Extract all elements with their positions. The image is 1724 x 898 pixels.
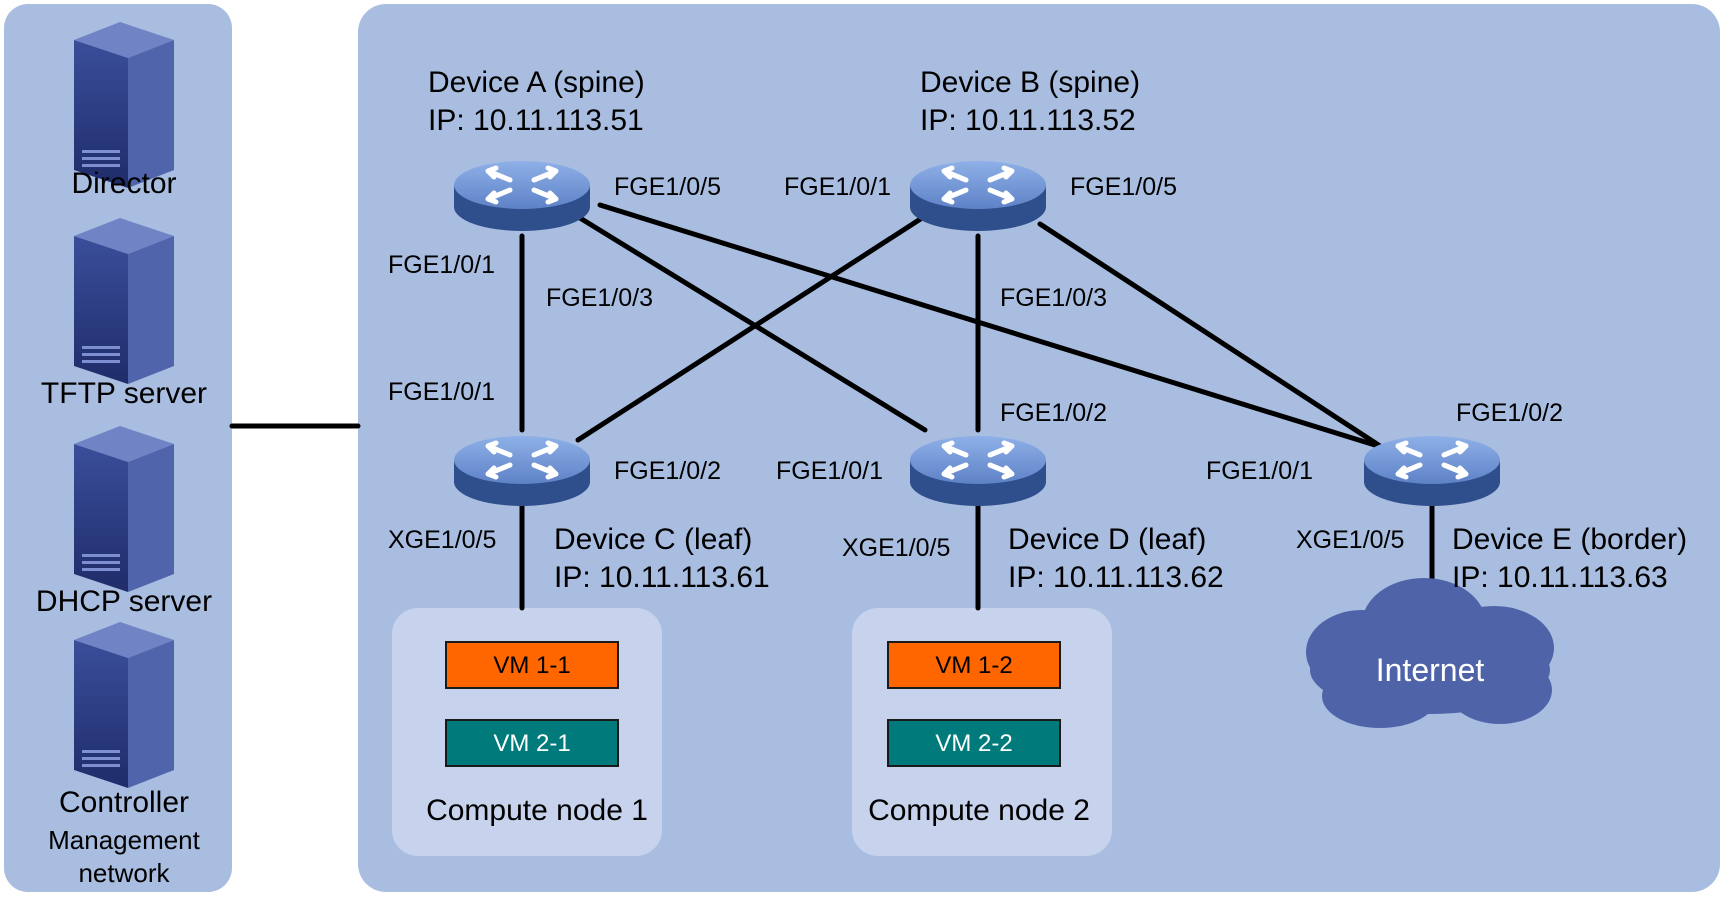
port-d-fge102: FGE1/0/2 [1000,399,1107,427]
port-b-fge105: FGE1/0/5 [1070,173,1177,201]
vm-2-2-label: VM 2-2 [935,730,1012,757]
internet-cloud-icon [1306,578,1554,728]
vm-2-1-label: VM 2-1 [493,730,570,757]
port-b-fge101: FGE1/0/1 [784,173,891,201]
vm-1-1-label: VM 1-1 [493,652,570,679]
device-d-ip: IP: 10.11.113.62 [1008,561,1224,594]
port-a-fge101: FGE1/0/1 [388,251,495,279]
link-b-c [575,215,925,443]
management-network-label-line2: network [78,858,170,888]
device-a-switch-icon [454,161,590,231]
vm-2-2-box [887,719,1061,767]
port-e-fge101: FGE1/0/1 [1206,457,1313,485]
port-d-xge105: XGE1/0/5 [842,534,950,562]
dhcp-server-label: DHCP server [36,585,212,618]
compute-node-1-label: Compute node 1 [426,794,648,827]
device-c-ip: IP: 10.11.113.61 [554,561,770,594]
device-e-switch-icon [1364,436,1500,506]
device-e-name: Device E (border) [1452,523,1687,556]
compute-node-2-label: Compute node 2 [868,794,1090,827]
device-e-ip: IP: 10.11.113.63 [1452,561,1668,594]
device-c-name: Device C (leaf) [554,523,752,556]
port-d-fge101: FGE1/0/1 [776,457,883,485]
controller-label: Controller [59,786,189,819]
port-b-fge103: FGE1/0/3 [1000,284,1107,312]
device-a-name: Device A (spine) [428,66,645,99]
port-a-fge105: FGE1/0/5 [614,173,721,201]
port-e-fge102: FGE1/0/2 [1456,399,1563,427]
management-network-label-line1: Management [48,825,201,855]
vm-1-2-box [887,641,1061,689]
device-b-ip: IP: 10.11.113.52 [920,104,1136,137]
director-label: Director [71,167,176,200]
device-c-switch-icon [454,436,590,506]
port-a-fge103: FGE1/0/3 [546,284,653,312]
device-a-ip: IP: 10.11.113.51 [428,104,644,137]
port-c-fge101: FGE1/0/1 [388,378,495,406]
tftp-server-label: TFTP server [41,377,207,410]
internet-label: Internet [1376,652,1485,688]
link-b-e [1037,221,1383,449]
port-c-fge102: FGE1/0/2 [614,457,721,485]
vm-2-1-box [445,719,619,767]
device-b-switch-icon [910,161,1046,231]
director-server-icon [74,22,174,188]
link-a-d [577,215,928,433]
link-a-e [597,202,1381,449]
controller-server-icon [74,622,174,788]
dhcp-server-icon [74,426,174,592]
port-e-xge105: XGE1/0/5 [1296,526,1404,554]
device-d-name: Device D (leaf) [1008,523,1206,556]
device-b-name: Device B (spine) [920,66,1140,99]
device-d-switch-icon [910,436,1046,506]
vm-1-2-label: VM 1-2 [935,652,1012,679]
vm-1-1-box [445,641,619,689]
tftp-server-icon [74,218,174,384]
port-c-xge105: XGE1/0/5 [388,526,496,554]
